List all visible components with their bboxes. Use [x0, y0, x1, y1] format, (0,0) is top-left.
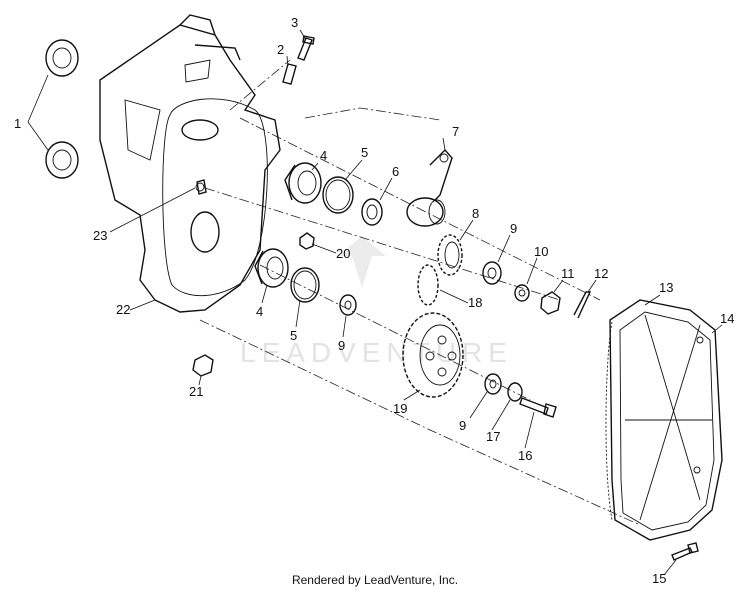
washer-c [484, 373, 502, 395]
o-ring-lower [290, 267, 320, 303]
callout-9b: 9 [338, 338, 345, 353]
cotter-pin [573, 291, 592, 319]
seal-lower [45, 141, 79, 179]
callout-8: 8 [472, 206, 479, 221]
nut-20 [299, 232, 315, 250]
callout-22: 22 [116, 302, 130, 317]
callout-5: 5 [361, 145, 368, 160]
castle-nut [540, 291, 561, 315]
callout-1: 1 [14, 116, 21, 131]
chain-sprocket [417, 264, 439, 306]
washer-17 [507, 382, 523, 402]
callout-10: 10 [534, 244, 548, 259]
chain [605, 321, 613, 521]
callout-4: 4 [320, 148, 327, 163]
callout-5b: 5 [290, 328, 297, 343]
washer-10 [514, 284, 530, 302]
assembly-axes [199, 59, 641, 526]
callout-9c: 9 [459, 418, 466, 433]
callout-2: 2 [277, 42, 284, 57]
leader-lines [27, 29, 723, 576]
callout-3: 3 [291, 15, 298, 30]
callout-20: 20 [336, 246, 350, 261]
callout-6: 6 [392, 164, 399, 179]
chaincase-cover [609, 299, 723, 541]
washer-b [339, 294, 357, 316]
callout-18: 18 [468, 295, 482, 310]
callout-9a: 9 [510, 221, 517, 236]
spring [282, 63, 297, 85]
seal-upper [45, 39, 79, 77]
callout-14: 14 [720, 311, 734, 326]
chaincase-housing [99, 14, 281, 313]
adjuster-bolt [297, 35, 315, 61]
callout-11: 11 [561, 266, 575, 281]
callout-17: 17 [486, 429, 500, 444]
callout-13: 13 [659, 280, 673, 295]
bearing-upper [284, 162, 322, 204]
o-ring-upper [322, 176, 354, 214]
seal-small [361, 198, 383, 226]
bolt-16 [519, 397, 557, 418]
callout-23: 23 [93, 228, 107, 243]
callout-12: 12 [594, 266, 608, 281]
drain-plug [192, 354, 214, 377]
cover-bolt [671, 542, 699, 561]
callout-21: 21 [189, 384, 203, 399]
washer-a [482, 261, 502, 285]
callouts: 1 2 3 4 5 6 7 8 9 10 11 12 13 14 15 16 1… [14, 15, 734, 586]
watermark-text: LEADVENTURE [240, 337, 513, 368]
fitting-23 [196, 179, 207, 195]
rendered-by-footer: Rendered by LeadVenture, Inc. [291, 573, 459, 587]
bearing-lower [254, 248, 289, 288]
callout-15: 15 [652, 571, 666, 586]
callout-16: 16 [518, 448, 532, 463]
callout-7: 7 [452, 124, 459, 139]
callout-19: 19 [393, 401, 407, 416]
callout-4b: 4 [256, 304, 263, 319]
large-sprocket [402, 312, 464, 398]
tensioner-arm [406, 148, 453, 227]
drive-sprocket [437, 234, 463, 276]
